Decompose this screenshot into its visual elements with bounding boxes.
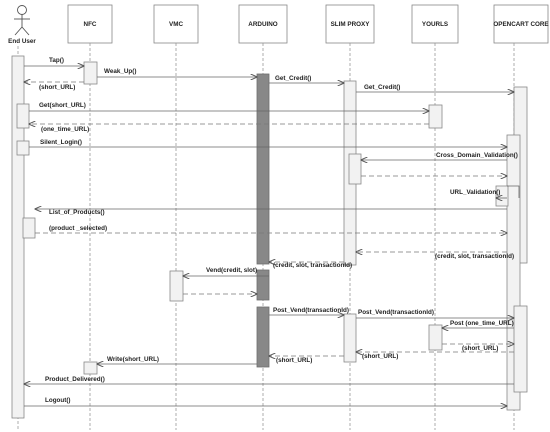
participant-opencart: OPENCART CORE: [493, 21, 548, 28]
participant-slim-proxy: SLIM PROXY: [331, 21, 371, 28]
activation-end-user-1: [16, 103, 30, 129]
participant-nfc: NFC: [84, 21, 97, 28]
label-list-of-products: List_of_Products(): [49, 209, 105, 216]
participant-arduino-box: ARDUINO: [238, 4, 288, 44]
activation-vmc: [169, 270, 184, 302]
label-write-short-url: Write(short_URL): [107, 356, 159, 363]
participant-vmc-box: VMC: [153, 4, 199, 44]
participant-vmc: VMC: [169, 21, 183, 28]
activation-nfc-1: [83, 61, 98, 85]
label-vend: Vend(credit, slot): [206, 267, 257, 274]
participant-end-user: End User: [8, 38, 36, 45]
participant-yourls-box: YOURLS: [411, 4, 459, 44]
label-product-delivered: Product_Delivered(): [45, 376, 105, 383]
label-silent-login: Silent_Login(): [40, 139, 82, 146]
label-post-vend-2: Post_Vend(transactionId): [358, 309, 434, 316]
label-weak-up: Weak_Up(): [104, 68, 136, 75]
activation-end-user-3: [22, 217, 36, 239]
label-logout: Logout(): [45, 397, 71, 404]
activation-slim-proxy-2: [348, 153, 362, 185]
label-url-validation: URL_Validation(): [450, 189, 500, 196]
label-tap: Tap(): [49, 57, 64, 64]
label-credit-slot-2: (credit, slot, transactionId): [273, 262, 352, 269]
activation-bars: [11, 55, 528, 419]
activation-yourls-1: [428, 104, 443, 129]
label-get-short-url: Get(short_URL): [39, 102, 86, 109]
activation-arduino-2: [256, 269, 270, 301]
activation-slim-proxy-3: [343, 313, 357, 363]
label-short-url-opencart: (short_URL): [362, 353, 398, 360]
label-credit-slot-1: (credit, slot, transactionId): [435, 253, 514, 260]
activation-opencart-4: [513, 305, 528, 393]
participant-slim-proxy-box: SLIM PROXY: [325, 4, 375, 44]
activation-arduino-3: [256, 306, 270, 368]
activation-yourls-2: [428, 324, 443, 351]
label-short-url-proxy: (short_URL): [276, 357, 312, 364]
label-cross-domain-validation: Cross_Domain_Validation(): [436, 152, 518, 159]
label-post-one-time-url: Post (one_time_URL): [450, 320, 514, 327]
self-call-url-validation: [507, 185, 520, 198]
end-user-actor-icon: [14, 5, 30, 36]
label-product-selected: (product _selected): [49, 225, 107, 232]
label-short-url-1: (short_URL): [39, 84, 75, 91]
label-post-vend-1: Post_Vend(transactionId): [273, 307, 349, 314]
participant-yourls: YOURLS: [422, 21, 448, 28]
activation-end-user-2: [16, 140, 30, 156]
label-get-credit-1: Get_Credit(): [275, 75, 311, 82]
label-short-url-yourls: (short_URL): [462, 345, 498, 352]
participant-nfc-box: NFC: [67, 4, 113, 44]
activation-nfc-2: [83, 361, 98, 375]
label-one-time-url: (one_time_URL): [41, 126, 89, 133]
activation-arduino-1: [256, 73, 270, 265]
participant-opencart-box: OPENCART CORE: [493, 4, 549, 44]
arduino-activation-bars: [256, 73, 270, 368]
participant-arduino: ARDUINO: [248, 21, 277, 28]
label-get-credit-2: Get_Credit(): [364, 84, 400, 91]
